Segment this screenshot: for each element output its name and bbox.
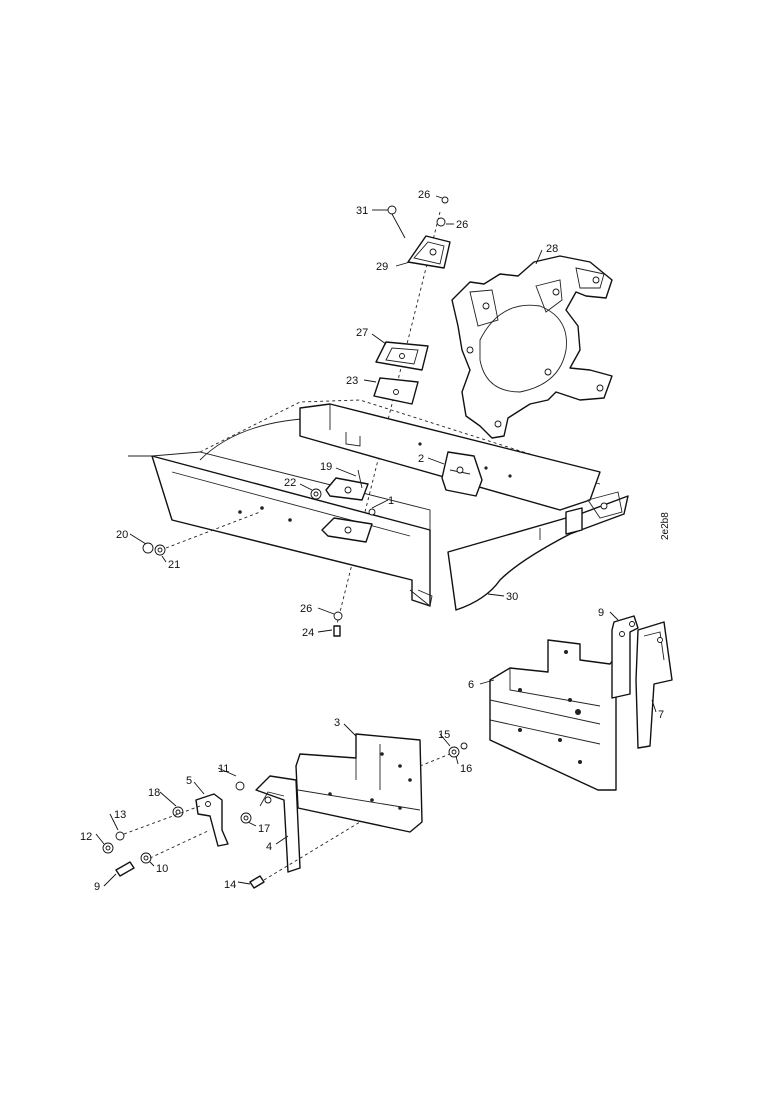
leader-17 <box>247 821 257 827</box>
leader-3 <box>343 723 357 737</box>
leader-5 <box>193 781 205 795</box>
leader-27 <box>371 333 387 345</box>
callout-26c: 26 <box>300 603 312 615</box>
leader-13 <box>109 813 119 831</box>
hardware-set <box>102 742 468 889</box>
small-angle-bracket <box>611 615 639 699</box>
leader-29 <box>395 261 411 267</box>
callout-12: 12 <box>80 831 92 843</box>
callout-10: 10 <box>156 863 168 875</box>
callout-26b: 26 <box>456 219 468 231</box>
callout-18: 18 <box>148 787 160 799</box>
lower-bolt <box>333 611 343 637</box>
top-bolt <box>387 196 449 239</box>
lower-assembly-line-3 <box>263 821 361 881</box>
rail-mount-bracket <box>321 469 376 543</box>
callout-1: 1 <box>388 495 394 507</box>
callout-6: 6 <box>468 679 474 691</box>
clip-bracket <box>195 793 229 847</box>
leader-2 <box>427 457 445 465</box>
leader-1 <box>371 499 389 509</box>
leader-26c <box>317 607 335 615</box>
callout-3: 3 <box>334 717 340 729</box>
leader-10 <box>149 861 155 867</box>
leader-26a <box>435 195 443 199</box>
leader-24 <box>317 629 333 633</box>
side-plate <box>447 491 629 611</box>
leader-23 <box>363 379 377 383</box>
mount-nut <box>310 488 322 500</box>
isolator-pad <box>375 341 429 371</box>
leader-15 <box>439 733 451 747</box>
callout-13: 13 <box>114 809 126 821</box>
callout-24: 24 <box>302 627 314 639</box>
cross-member-bracket <box>441 451 483 497</box>
callout-2: 2 <box>418 453 424 465</box>
callout-20: 20 <box>116 529 128 541</box>
leader-21 <box>161 555 167 563</box>
leader-19 <box>335 467 357 477</box>
long-strap-bracket <box>635 621 673 749</box>
leader-30 <box>487 593 505 597</box>
rail-end-bolt <box>142 511 261 556</box>
callout-9-bottom: 9 <box>94 881 100 893</box>
lower-assembly-line-2 <box>149 829 211 859</box>
vertical-strap <box>255 775 301 873</box>
leader-14 <box>237 881 251 885</box>
leader-4 <box>275 835 289 845</box>
lower-assembly-line-4 <box>419 753 451 767</box>
callout-5: 5 <box>186 775 192 787</box>
callout-16: 16 <box>460 763 472 775</box>
callout-26a: 26 <box>418 189 430 201</box>
leader-6 <box>479 679 495 685</box>
leader-9b <box>103 873 117 887</box>
callout-21: 21 <box>168 559 180 571</box>
battery-tray-plate <box>489 639 617 791</box>
leader-28 <box>535 249 543 265</box>
leader-11 <box>217 767 237 777</box>
callout-28: 28 <box>546 243 558 255</box>
callout-11: 11 <box>218 763 229 775</box>
leader-9 <box>609 611 619 621</box>
upper-mount-plate <box>407 235 451 269</box>
leader-20 <box>129 533 147 545</box>
drawing-reference-number: 2e2b8 <box>660 512 671 540</box>
leader-12 <box>95 833 105 845</box>
front-bracket-casting <box>451 255 613 439</box>
callout-23: 23 <box>346 375 358 387</box>
callout-19: 19 <box>320 461 332 473</box>
spacer-plate <box>373 377 419 405</box>
callout-4: 4 <box>266 841 272 853</box>
callout-29: 29 <box>376 261 388 273</box>
leader-18 <box>159 791 177 807</box>
leader-22 <box>299 483 313 491</box>
callout-17: 17 <box>258 823 270 835</box>
callout-14: 14 <box>224 879 236 891</box>
mounting-panel <box>295 733 423 833</box>
callout-31: 31 <box>356 205 368 217</box>
callout-15: 15 <box>438 729 450 741</box>
lower-assembly-line-1 <box>123 805 201 835</box>
leader-16 <box>455 755 459 765</box>
callout-30: 30 <box>506 591 518 603</box>
callout-9-top: 9 <box>598 607 604 619</box>
callout-27: 27 <box>356 327 368 339</box>
leader-7 <box>651 699 657 713</box>
callout-22: 22 <box>284 477 296 489</box>
callout-7: 7 <box>658 709 664 721</box>
